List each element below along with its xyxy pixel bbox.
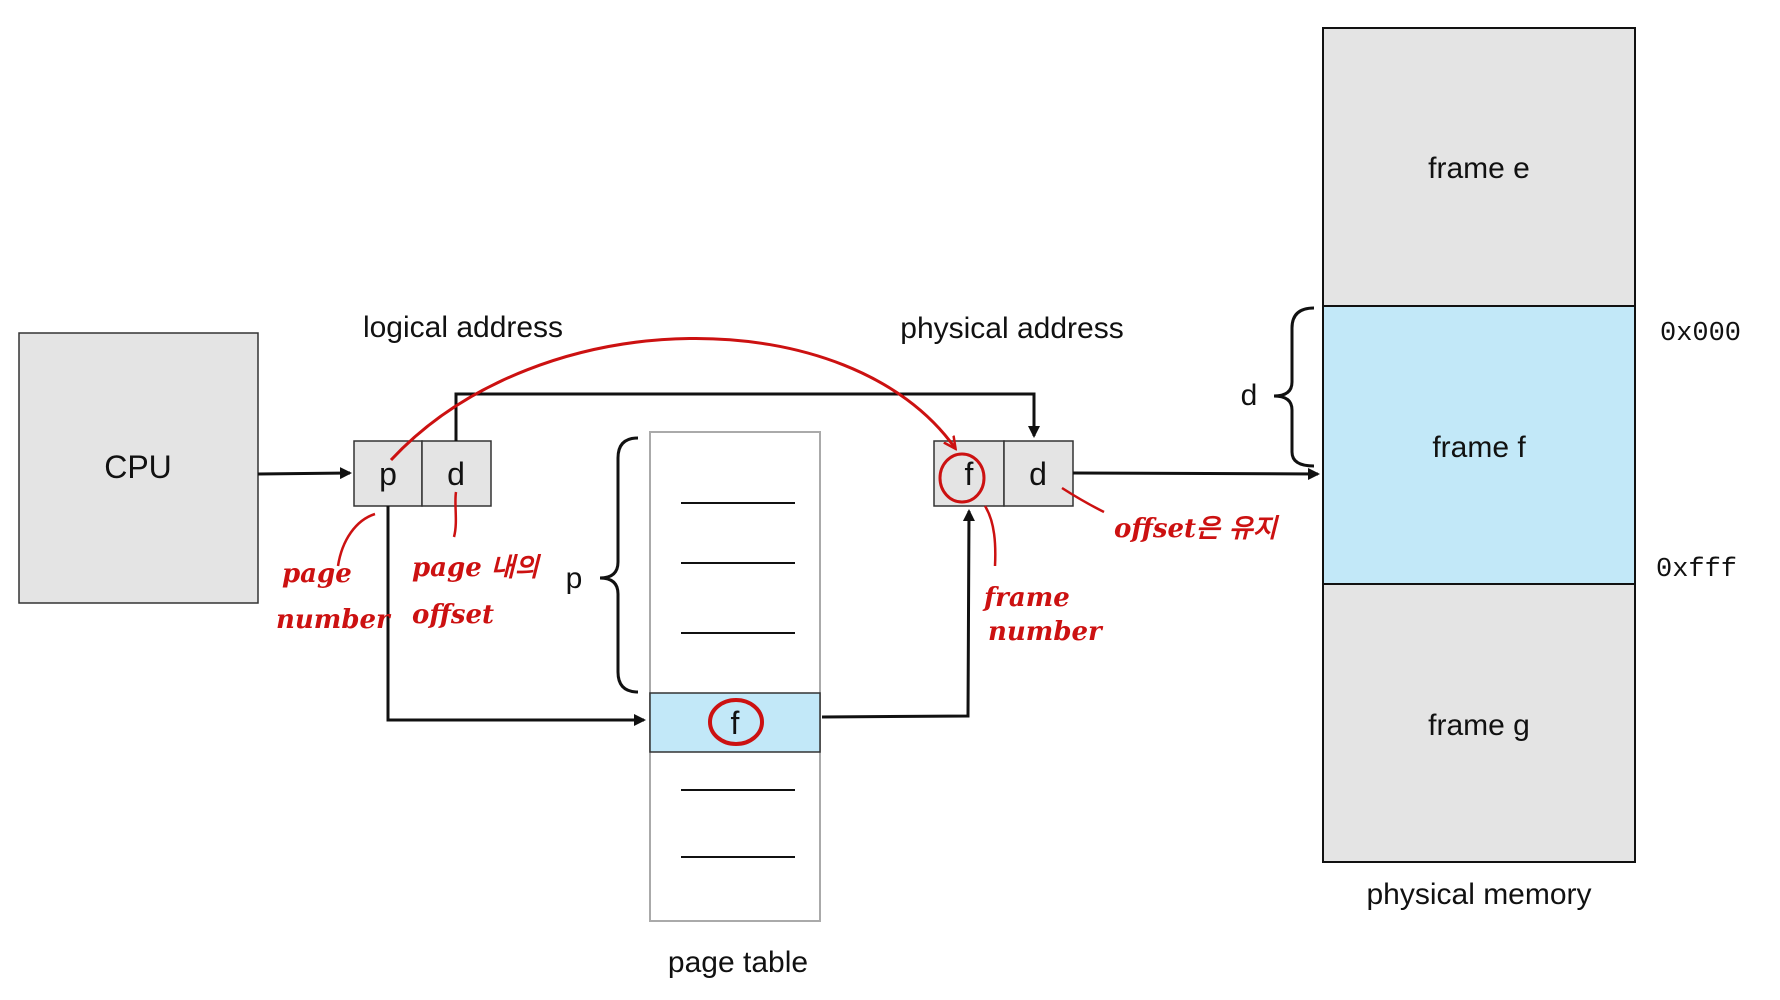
cpu-label: CPU [104, 449, 172, 485]
offset-same-annotation: offset은 유지 [1114, 514, 1280, 544]
offset-same-pointer [1061, 486, 1105, 514]
logical-page-cell: p [379, 456, 397, 492]
physical-memory-title: physical memory [1366, 878, 1591, 911]
red-annotations: page number page 내의 offset frame number … [276, 336, 1280, 746]
frame-g [1322, 583, 1636, 863]
page-index-arrow [386, 506, 646, 726]
physical-address-box: f d [933, 440, 1074, 507]
page-table-entry-value: f [731, 705, 740, 741]
frame-f [1322, 305, 1636, 585]
frame-f-label: frame f [1432, 431, 1526, 464]
physical-to-memory-arrow [1072, 467, 1320, 480]
page-number-annotation-line1: page [282, 559, 352, 589]
end-address: 0xfff [1656, 555, 1737, 585]
physical-memory: frame e frame f frame g [1322, 27, 1636, 863]
physical-frame-cell: f [965, 456, 974, 492]
frame-lookup-arrow [821, 509, 975, 719]
offset-copy-arrow [454, 392, 1040, 441]
red-circle-physical-frame [938, 452, 986, 504]
frame-e-label: frame e [1428, 152, 1530, 185]
page-offset-annotation-line1: page 내의 [412, 553, 542, 583]
start-address: 0x000 [1660, 319, 1741, 349]
red-circle-table-entry [708, 698, 764, 746]
page-offset-pointer [452, 491, 458, 538]
memory-brace-label: d [1241, 379, 1258, 412]
logical-address-title: logical address [363, 311, 563, 344]
logical-offset-cell: d [447, 456, 465, 492]
frame-g-label: frame g [1428, 709, 1530, 742]
frame-number-annotation-line2: number [988, 617, 1104, 647]
page-table-title: page table [668, 946, 808, 979]
cpu-box: CPU [18, 332, 259, 604]
red-curve-arrow [389, 336, 955, 462]
frame-number-pointer [983, 505, 997, 567]
page-table-brace-label: p [566, 562, 583, 595]
cpu-to-logical-arrow [257, 467, 352, 480]
page-table-brace [599, 436, 639, 694]
memory-brace [1273, 306, 1315, 468]
physical-address-title: physical address [900, 312, 1123, 345]
page-number-pointer [336, 512, 376, 567]
frame-number-annotation-line1: frame [982, 583, 1070, 613]
frame-e [1322, 27, 1636, 307]
logical-address-box: p d [353, 440, 492, 507]
page-offset-annotation-line2: offset [412, 600, 494, 630]
page-number-annotation-line2: number [276, 605, 392, 635]
page-table: f [649, 431, 821, 922]
physical-offset-cell: d [1029, 456, 1047, 492]
